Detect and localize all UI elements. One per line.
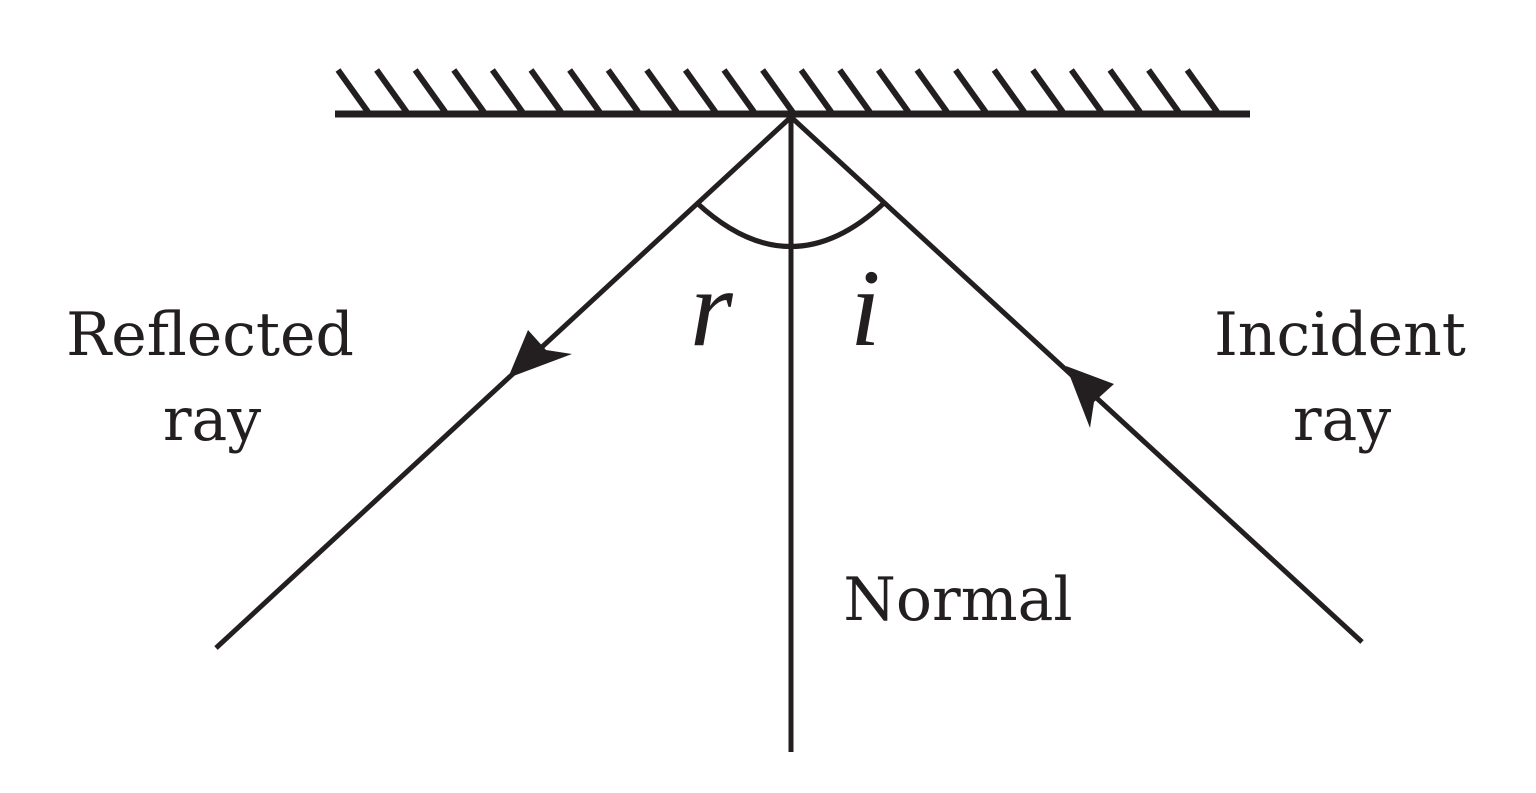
hatch-mark bbox=[412, 68, 448, 114]
hatch-mark bbox=[451, 68, 487, 114]
hatch-mark bbox=[914, 68, 950, 114]
hatch-mark bbox=[991, 68, 1027, 114]
incident-ray-label-2: ray bbox=[1293, 385, 1391, 455]
incident-ray-label-1: Incident bbox=[1214, 300, 1466, 370]
hatch-mark bbox=[1068, 68, 1104, 114]
hatch-mark bbox=[1184, 68, 1220, 114]
hatch-mark bbox=[837, 68, 873, 114]
reflected-ray-label-2: ray bbox=[163, 385, 261, 455]
angle-arc bbox=[695, 201, 886, 249]
hatch-mark bbox=[489, 68, 525, 114]
hatch-mark bbox=[1107, 68, 1143, 114]
hatch-mark bbox=[682, 68, 718, 114]
hatch-mark bbox=[798, 68, 834, 114]
hatch-mark bbox=[335, 68, 371, 114]
hatch-mark bbox=[605, 68, 641, 114]
hatch-mark bbox=[528, 68, 564, 114]
hatch-mark bbox=[760, 68, 796, 114]
hatch-mark bbox=[1030, 68, 1066, 114]
angle-r-label: r bbox=[690, 247, 734, 369]
hatch-mark bbox=[567, 68, 603, 114]
angle-i-label: i bbox=[850, 247, 881, 369]
reflected-ray-label-1: Reflected bbox=[66, 300, 354, 370]
hatch-mark bbox=[374, 68, 410, 114]
mirror-hatching bbox=[335, 68, 1220, 114]
hatch-mark bbox=[953, 68, 989, 114]
normal-label: Normal bbox=[843, 565, 1072, 635]
hatch-mark bbox=[875, 68, 911, 114]
hatch-mark bbox=[721, 68, 757, 114]
hatch-mark bbox=[644, 68, 680, 114]
reflected-ray bbox=[214, 115, 793, 650]
reflected-arrowhead bbox=[508, 330, 572, 378]
incident-arrowhead bbox=[1066, 366, 1114, 428]
hatch-mark bbox=[1146, 68, 1182, 114]
